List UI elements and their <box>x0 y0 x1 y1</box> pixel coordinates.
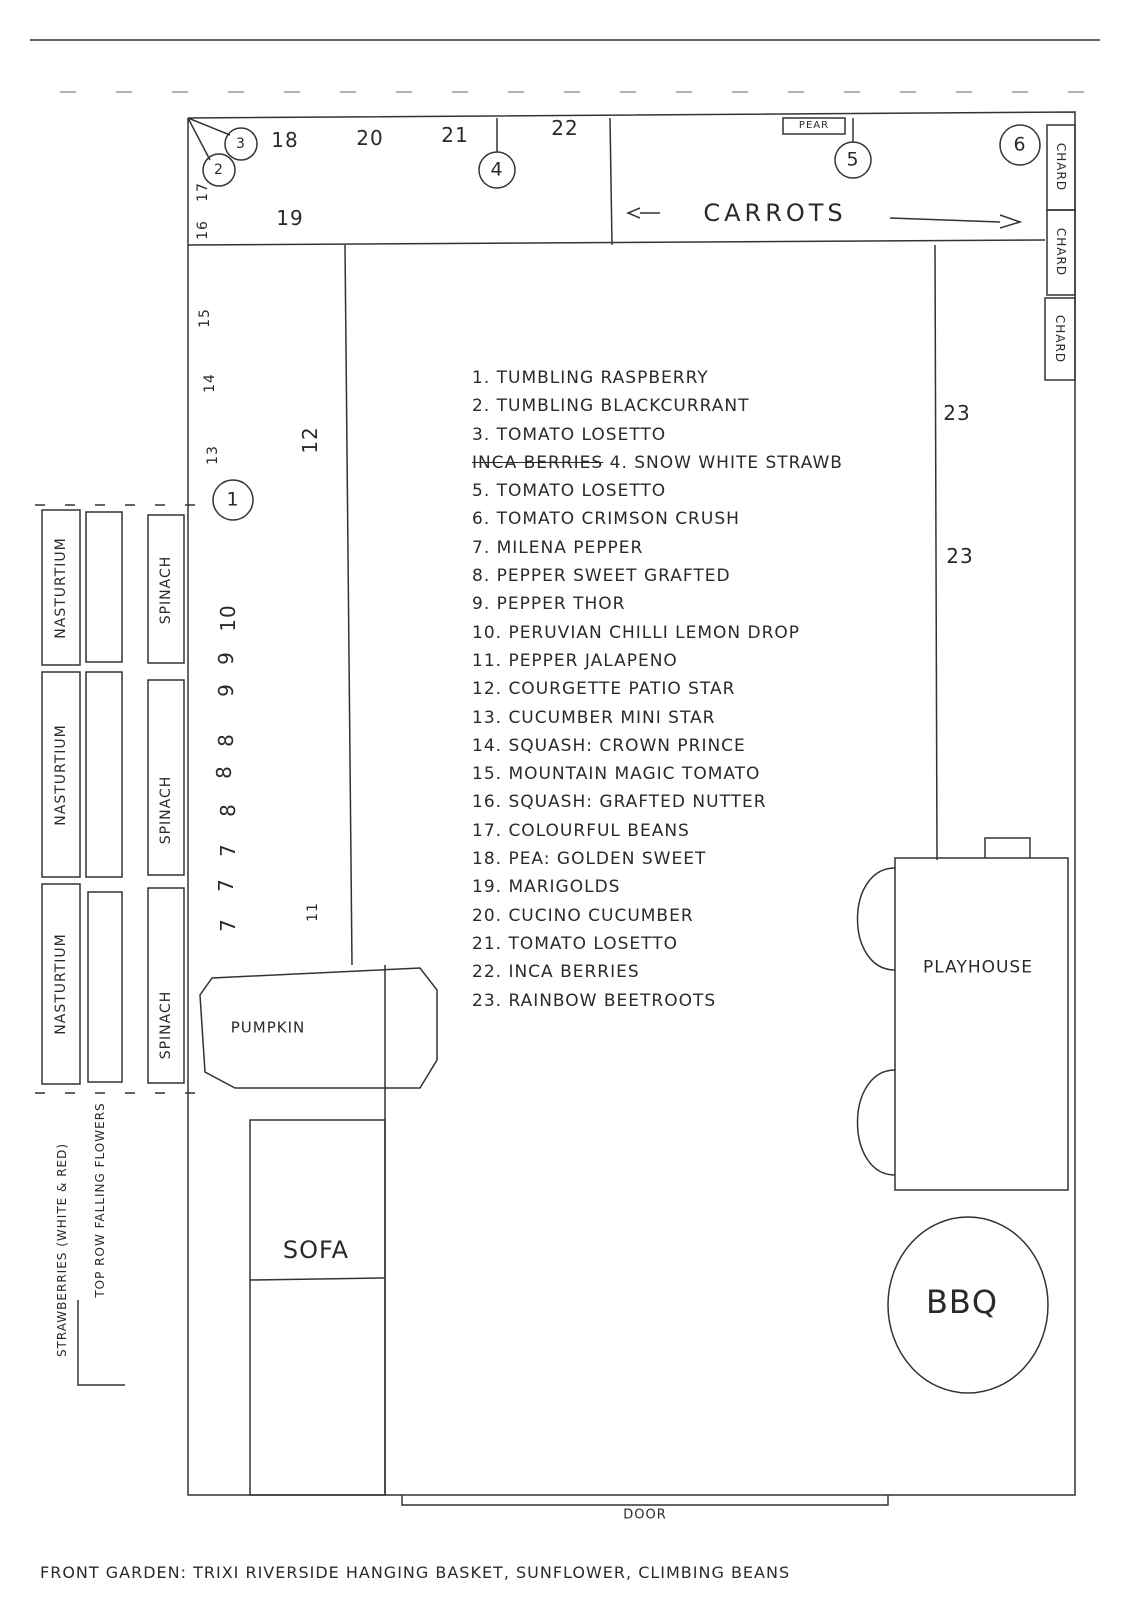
circle-label: 4 <box>490 158 504 181</box>
bed-number: 23 <box>943 401 971 425</box>
falling-flowers-note: TOP ROW FALLING FLOWERS <box>93 1102 107 1298</box>
bed-number: 10 <box>216 604 240 632</box>
sofa-label: SOFA <box>282 1236 350 1264</box>
bed-number: 21 <box>441 123 469 147</box>
strawberries-note: STRAWBERRIES (WHITE & RED) <box>55 1142 69 1358</box>
bed-number: 19 <box>276 206 304 230</box>
bbq <box>887 1216 1049 1394</box>
left-bed-edge <box>344 244 353 966</box>
legend-item: 14. SQUASH: CROWN PRINCE <box>472 735 746 756</box>
circle-label: 1 <box>226 488 240 511</box>
legend-item: 2. TUMBLING BLACKCURRANT <box>472 396 750 417</box>
footer-caption: FRONT GARDEN: TRIXI RIVERSIDE HANGING BA… <box>40 1563 791 1582</box>
bed-number: 11 <box>305 902 321 922</box>
plant-circle-6 <box>999 124 1041 166</box>
bed-number: 7 <box>216 843 240 857</box>
legend-item-text: 4. SNOW WHITE STRAWB <box>609 452 843 473</box>
legend-item: 8. PEPPER SWEET GRAFTED <box>472 566 731 587</box>
legend-item: 16. SQUASH: GRAFTED NUTTER <box>472 792 767 813</box>
plant-legend: 1. TUMBLING RASPBERRY 2. TUMBLING BLACKC… <box>472 368 843 1019</box>
nasturtium-label: NASTURTIUM <box>53 537 69 639</box>
bbq-label: BBQ <box>925 1283 999 1321</box>
circle-label: 2 <box>214 162 224 178</box>
bed-number: 14 <box>202 373 218 393</box>
legend-item: 1. TUMBLING RASPBERRY <box>472 368 709 388</box>
bed-number: 20 <box>356 126 384 150</box>
chard-label: CHARD <box>1054 142 1068 192</box>
bed-number: 12 <box>298 426 322 454</box>
playhouse <box>894 857 1069 1191</box>
chard-box <box>1044 297 1076 381</box>
bed-number: 9 <box>214 651 238 665</box>
door <box>401 1495 889 1506</box>
legend-item: 17. COLOURFUL BEANS <box>472 820 690 841</box>
top-bed-edge <box>187 239 1046 246</box>
strawberry-bracket <box>77 1300 125 1386</box>
top-bed-divider <box>609 117 613 246</box>
pumpkin-label: PUMPKIN <box>230 1018 306 1037</box>
bed-number: 16 <box>195 220 211 240</box>
legend-item: 6. TOMATO CRIMSON CRUSH <box>472 509 740 530</box>
door-label: DOOR <box>623 1507 667 1523</box>
nasturtium-label: NASTURTIUM <box>53 933 69 1035</box>
legend-item: 7. MILENA PEPPER <box>472 537 644 558</box>
right-bed-edge <box>934 244 938 861</box>
pumpkin-patch <box>199 967 438 1089</box>
bed-number: 7 <box>216 918 240 932</box>
circle-label: 5 <box>846 148 860 171</box>
legend-item: 21. TOMATO LOSETTO <box>472 933 678 954</box>
bed-number: 13 <box>205 445 221 465</box>
chard-label: CHARD <box>1054 227 1068 277</box>
bed-number: 18 <box>271 128 299 152</box>
legend-item: 22. INCA BERRIES <box>472 962 640 983</box>
nasturtium-label: NASTURTIUM <box>53 724 69 826</box>
legend-item: 15. MOUNTAIN MAGIC TOMATO <box>472 764 761 785</box>
circle-label: 6 <box>1013 133 1027 156</box>
legend-item: 10. PERUVIAN CHILLI LEMON DROP <box>472 622 801 643</box>
plant-circle-2 <box>202 153 236 187</box>
legend-item: 11. PEPPER JALAPENO <box>472 650 678 671</box>
spinach-label: SPINACH <box>158 990 174 1060</box>
legend-item: 20. CUCINO CUCUMBER <box>472 905 694 926</box>
side-bed-boxes <box>41 509 185 1085</box>
chard-box <box>1046 209 1076 296</box>
playhouse-label: PLAYHOUSE <box>923 957 1033 978</box>
garden-outline <box>187 111 1076 1496</box>
arrow-right-icon <box>889 217 1001 223</box>
circle-label: 3 <box>236 136 246 152</box>
chard-label: CHARD <box>1053 314 1067 364</box>
bed-number: 15 <box>197 308 213 328</box>
bed-number: 8 <box>216 803 240 817</box>
legend-item: 18. PEA: GOLDEN SWEET <box>472 849 707 870</box>
bed-number: 9 <box>214 683 238 697</box>
carrots-label: CARROTS <box>703 199 847 227</box>
legend-item: 19. MARIGOLDS <box>472 877 621 898</box>
legend-item-4: INCA BERRIES 4. SNOW WHITE STRAWB <box>472 453 843 481</box>
legend-item: 23. RAINBOW BEETROOTS <box>472 990 717 1011</box>
bed-number: 23 <box>946 544 974 568</box>
sofa <box>249 1119 386 1496</box>
spinach-label: SPINACH <box>158 775 174 845</box>
struck-text: INCA BERRIES <box>472 452 604 473</box>
plant-circle-5 <box>834 141 872 179</box>
legend-item: 9. PEPPER THOR <box>472 594 626 615</box>
bed-number: 8 <box>214 733 238 747</box>
plant-circle-3 <box>224 127 258 161</box>
spinach-label: SPINACH <box>158 555 174 625</box>
legend-item: 12. COURGETTE PATIO STAR <box>472 679 736 700</box>
plant-circle-1 <box>212 479 254 521</box>
plant-circle-4 <box>478 151 516 189</box>
bed-number: 17 <box>195 182 211 202</box>
pear-label: PEAR <box>798 120 830 131</box>
pear-box <box>782 117 846 135</box>
legend-item: 5. TOMATO LOSETTO <box>472 481 667 502</box>
bed-number: 7 <box>214 878 238 892</box>
arrow-left-icon <box>626 207 641 219</box>
bed-number: 8 <box>212 765 236 779</box>
legend-item: 3. TOMATO LOSETTO <box>472 424 667 445</box>
legend-item: 13. CUCUMBER MINI STAR <box>472 707 716 728</box>
bed-number: 22 <box>551 116 579 140</box>
